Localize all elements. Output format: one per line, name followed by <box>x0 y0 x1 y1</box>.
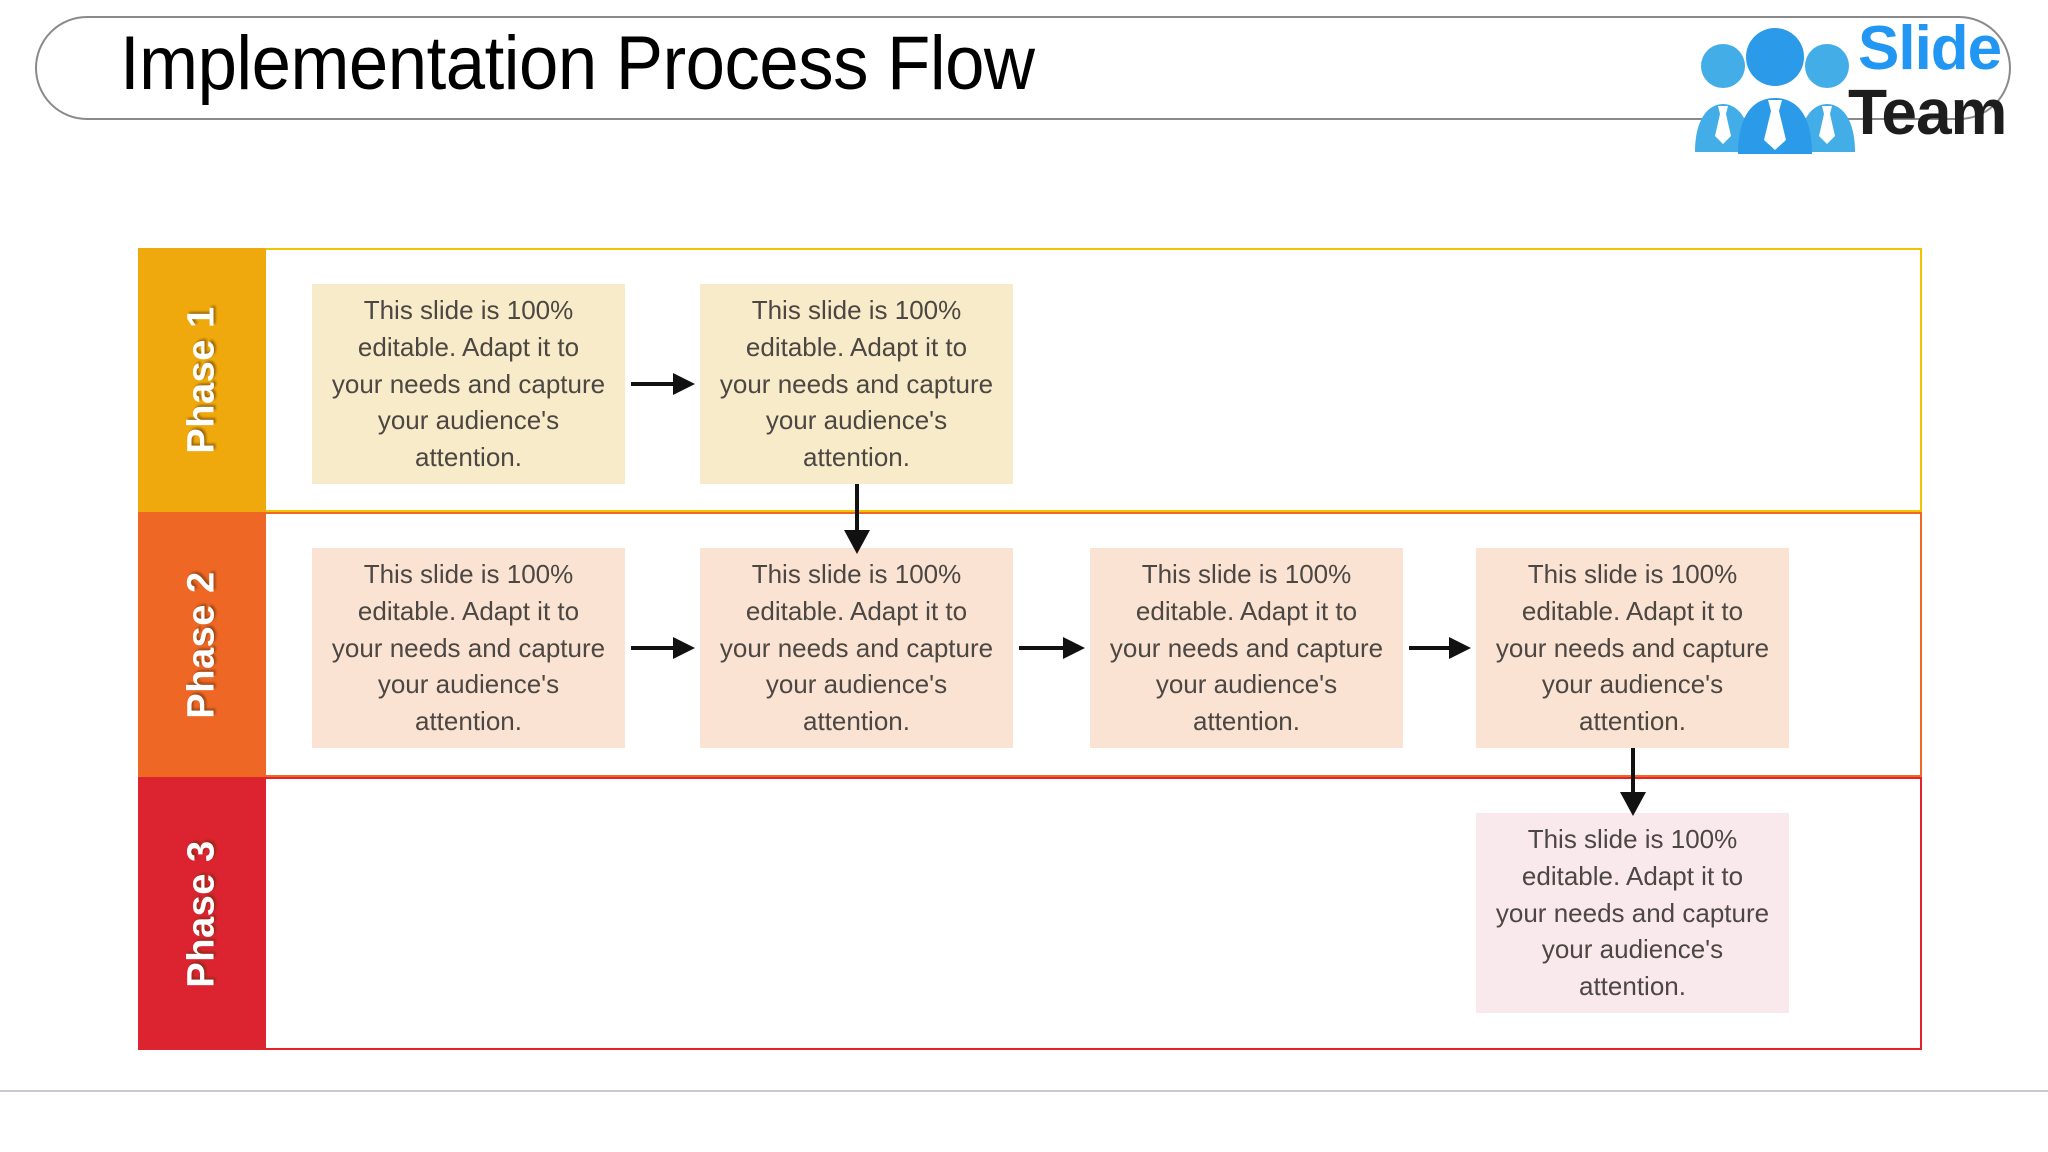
arrow-p2-box3-to-box4 <box>1409 637 1471 659</box>
arrow-shaft <box>1409 646 1453 650</box>
phase-2-step-4[interactable]: This slide is 100% editable. Adapt it to… <box>1476 548 1789 748</box>
arrow-shaft <box>855 484 859 532</box>
phase-1-label: Phase 1 <box>180 306 223 454</box>
phase-3-step-1[interactable]: This slide is 100% editable. Adapt it to… <box>1476 813 1789 1013</box>
arrow-p1-box1-to-box2 <box>631 373 695 395</box>
arrow-head <box>1449 637 1471 659</box>
arrow-shaft <box>631 382 677 386</box>
arrow-head <box>1063 637 1085 659</box>
footer-divider <box>0 1090 2048 1092</box>
arrow-p2-box4-to-p3-box1 <box>1620 748 1646 816</box>
phase-2-step-4-text: This slide is 100% editable. Adapt it to… <box>1495 558 1770 737</box>
arrow-head <box>673 637 695 659</box>
arrow-head <box>1620 792 1646 816</box>
phase-2-step-3[interactable]: This slide is 100% editable. Adapt it to… <box>1090 548 1403 748</box>
phase-2-step-2-text: This slide is 100% editable. Adapt it to… <box>719 558 994 737</box>
arrow-head <box>844 530 870 554</box>
phase-3-step-1-text: This slide is 100% editable. Adapt it to… <box>1495 823 1770 1002</box>
phase-2-label: Phase 2 <box>180 570 223 719</box>
phase-2-bar: Phase 2 <box>138 512 266 777</box>
phase-2-step-2[interactable]: This slide is 100% editable. Adapt it to… <box>700 548 1013 748</box>
logo-team-text: Team <box>1848 76 2007 148</box>
arrow-shaft <box>1019 646 1067 650</box>
process-flow-diagram: Phase 1 Phase 2 Phase 3 This slide is 10… <box>138 248 1922 1050</box>
logo-slide-text: Slide <box>1858 14 2002 83</box>
arrow-shaft <box>1631 748 1635 794</box>
title-bar <box>35 16 2011 120</box>
phase-3-label: Phase 3 <box>180 839 223 988</box>
phase-2-step-3-text: This slide is 100% editable. Adapt it to… <box>1109 558 1384 737</box>
phase-1-step-1-text: This slide is 100% editable. Adapt it to… <box>331 294 606 473</box>
slideteam-logo: Slide Team <box>1690 10 2030 160</box>
page-title: Implementation Process Flow <box>120 21 1035 106</box>
phase-2-step-1[interactable]: This slide is 100% editable. Adapt it to… <box>312 548 625 748</box>
three-people-with-ties-icon <box>1695 28 1855 154</box>
arrow-p2-box2-to-box3 <box>1019 637 1085 659</box>
phase-1-bar: Phase 1 <box>138 248 266 512</box>
arrow-p1-box2-to-p2-box2 <box>844 484 870 554</box>
phase-1-step-1[interactable]: This slide is 100% editable. Adapt it to… <box>312 284 625 484</box>
logo-wordmark: Slide Team <box>1848 14 2033 158</box>
arrow-head <box>673 373 695 395</box>
phase-3-bar: Phase 3 <box>138 777 266 1050</box>
phase-1-step-2[interactable]: This slide is 100% editable. Adapt it to… <box>700 284 1013 484</box>
arrow-shaft <box>631 646 677 650</box>
phase-1-step-2-text: This slide is 100% editable. Adapt it to… <box>719 294 994 473</box>
phase-2-step-1-text: This slide is 100% editable. Adapt it to… <box>331 558 606 737</box>
arrow-p2-box1-to-box2 <box>631 637 695 659</box>
